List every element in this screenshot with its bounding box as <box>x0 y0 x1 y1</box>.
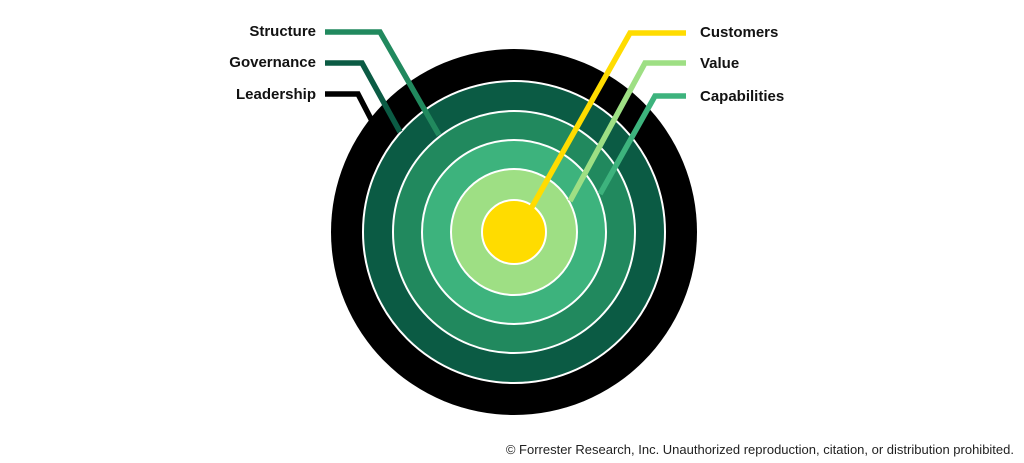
leader-line-structure <box>325 29 442 137</box>
leader-line-customers <box>525 30 686 216</box>
label-structure: Structure <box>249 23 316 40</box>
leader-line-governance <box>325 60 403 134</box>
leader-line-value <box>567 60 686 203</box>
leader-line-capabilities <box>597 93 686 196</box>
label-value: Value <box>700 55 740 72</box>
label-capabilities: Capabilities <box>700 88 785 105</box>
label-governance: Governance <box>229 54 316 71</box>
label-leadership: Leadership <box>235 86 316 103</box>
ring-customers-center <box>481 199 547 265</box>
label-customers: Customers <box>700 24 779 41</box>
leader-line-leadership <box>325 91 375 123</box>
copyright-text: © Forrester Research, Inc. Unauthorized … <box>505 442 1014 457</box>
